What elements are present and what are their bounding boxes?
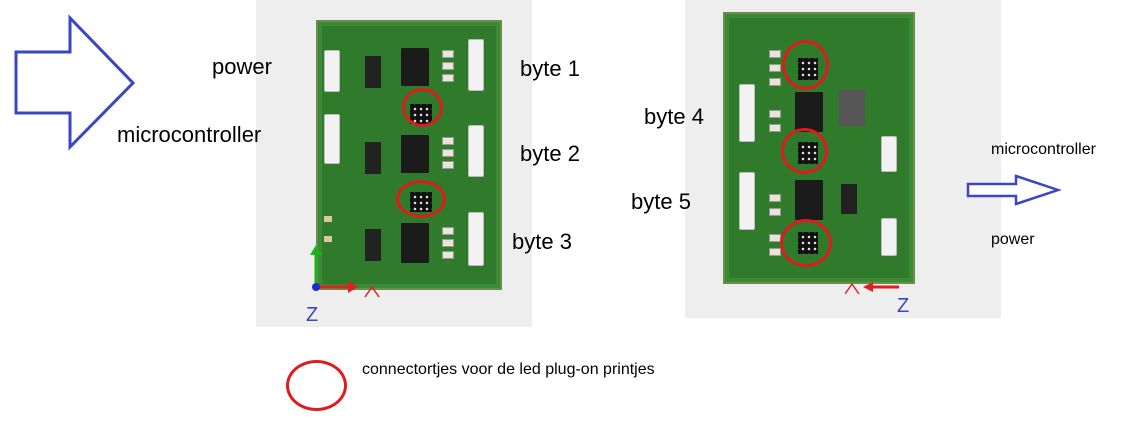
resistor (769, 208, 781, 216)
legend-text: connectortjes voor de led plug-on printj… (362, 361, 655, 378)
chip-1 (401, 48, 429, 86)
pad (324, 236, 332, 242)
pcb-render-right: Z (685, 0, 1001, 318)
resistor (442, 239, 454, 247)
resistor (769, 110, 781, 118)
resistor (769, 64, 781, 72)
svg-text:Z: Z (897, 295, 909, 317)
connector-microcontroller (881, 136, 897, 172)
label-byte3: byte 3 (512, 229, 572, 254)
pcb-board-left (316, 20, 502, 290)
chip-qfp (839, 90, 865, 126)
resistor (442, 251, 454, 259)
label-power-right: power (991, 231, 1035, 248)
chip-small-4 (841, 184, 857, 214)
highlight-ring-byte5-header (781, 128, 828, 174)
label-byte4: byte 4 (644, 104, 704, 129)
highlight-ring-bottom-header (780, 219, 832, 267)
label-power-left: power (212, 54, 272, 79)
connector-power (881, 218, 897, 256)
chip-2 (401, 135, 429, 173)
chip-small-1 (365, 56, 381, 88)
resistor (769, 248, 781, 256)
resistor (442, 161, 454, 169)
resistor (769, 50, 781, 58)
big-right-arrow-icon (14, 14, 136, 151)
resistor (442, 62, 454, 70)
chip-5 (795, 180, 823, 220)
connector-byte4 (739, 84, 755, 142)
x-axis-marker-icon (364, 286, 380, 298)
chip-3 (401, 223, 429, 263)
chip-4 (795, 92, 823, 132)
connector-byte3 (468, 212, 484, 266)
chip-small-3 (365, 229, 381, 261)
label-byte5: byte 5 (631, 189, 691, 214)
label-byte2: byte 2 (520, 141, 580, 166)
resistor (769, 124, 781, 132)
connector-byte5 (739, 172, 755, 230)
pcb-render-left: Z (256, 0, 532, 327)
svg-text:Z: Z (306, 304, 318, 325)
legend-ring-icon (286, 360, 347, 411)
axis-indicator-icon: Z (306, 245, 358, 325)
chip-small-2 (365, 142, 381, 174)
axis-indicator-right-icon: Z (845, 282, 909, 317)
label-microcontroller-right: microcontroller (991, 141, 1096, 158)
label-microcontroller-left: microcontroller (117, 122, 262, 147)
connector-microcontroller (324, 114, 340, 164)
label-byte1: byte 1 (520, 56, 580, 81)
connector-power (324, 50, 340, 92)
resistor (442, 149, 454, 157)
connector-byte2 (468, 125, 484, 177)
pad (324, 216, 332, 222)
connector-byte1 (468, 39, 484, 91)
resistor (442, 50, 454, 58)
resistor (769, 194, 781, 202)
small-right-arrow-icon (966, 174, 1062, 206)
highlight-ring-byte1-header (402, 88, 443, 127)
highlight-ring-byte4-header (782, 40, 829, 90)
highlight-ring-byte2-header (396, 180, 446, 218)
resistor (442, 137, 454, 145)
resistor (442, 74, 454, 82)
resistor (769, 78, 781, 86)
resistor (442, 227, 454, 235)
